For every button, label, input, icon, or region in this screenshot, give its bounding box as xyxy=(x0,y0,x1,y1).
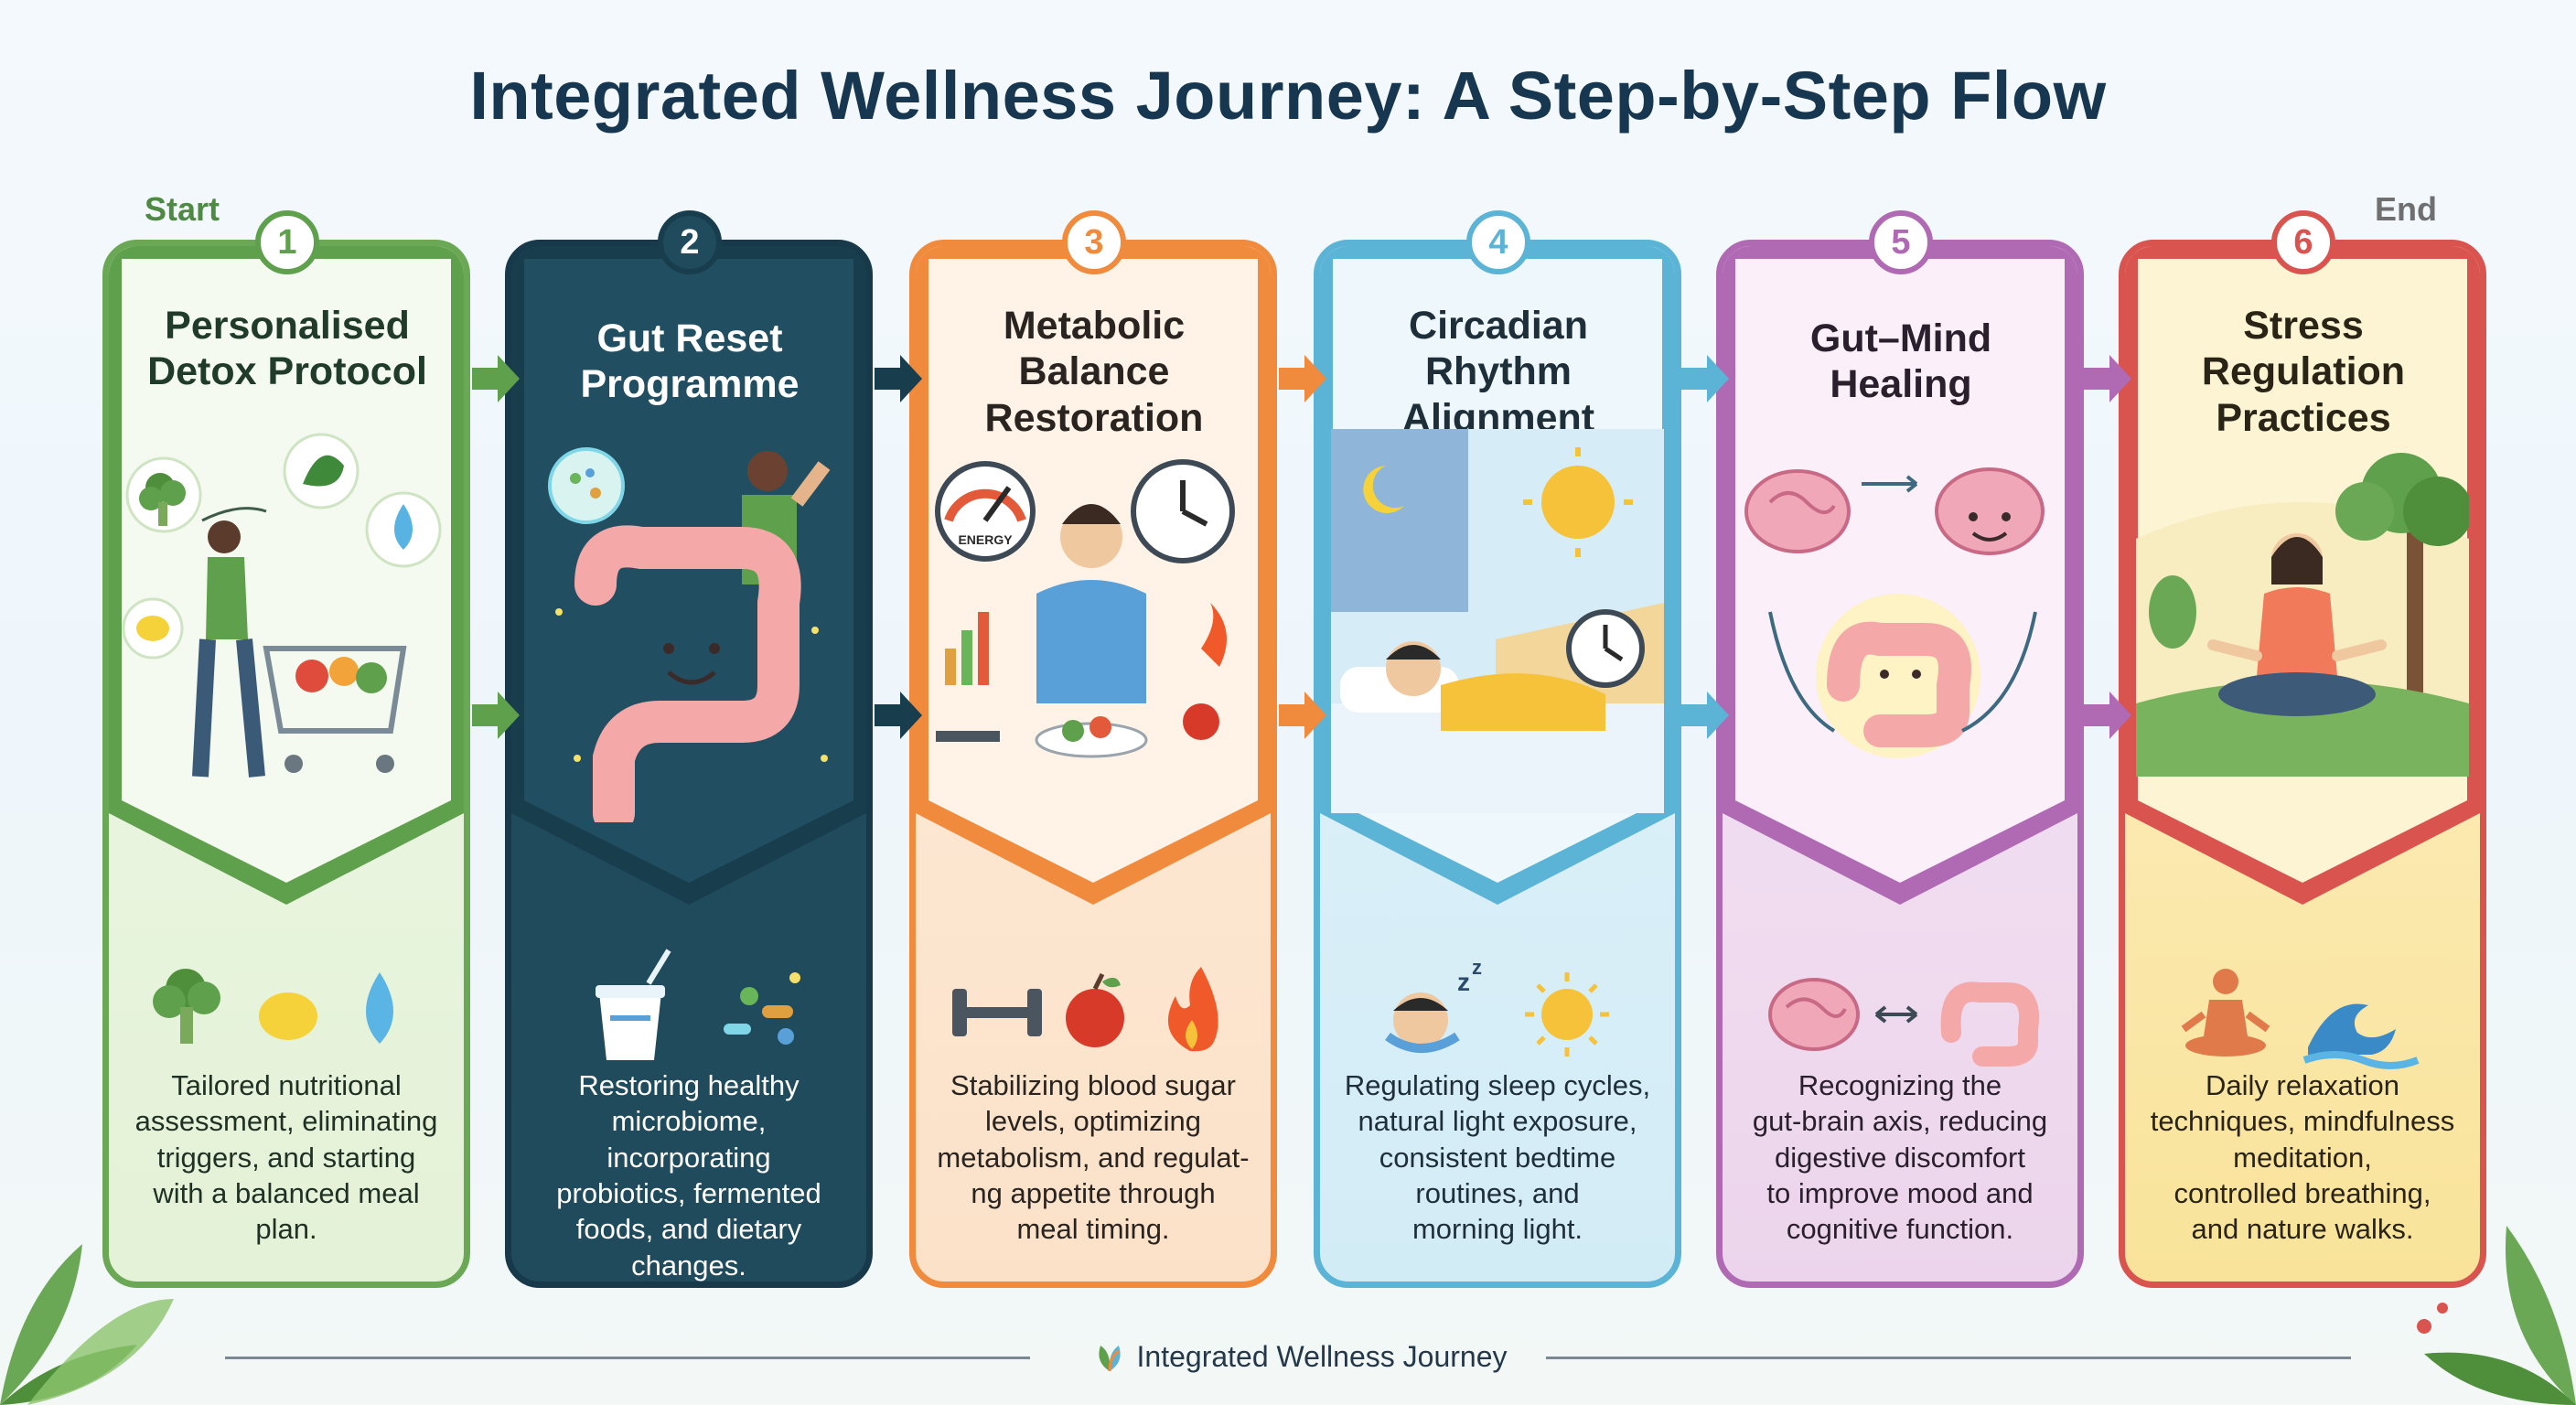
flow-arrow-2-3-lower xyxy=(875,692,922,739)
sleeping-face-icon: zz xyxy=(1385,956,1482,1053)
step-description-1: Tailored nutritional assessment, elimina… xyxy=(134,1069,438,1246)
svg-text:z: z xyxy=(1457,968,1470,996)
step-icons-6 xyxy=(2125,941,2480,1078)
step-icons-3 xyxy=(916,941,1271,1078)
energy-gauge-label: ENERGY xyxy=(958,532,1013,547)
broccoli-icon xyxy=(153,969,220,1044)
flame-icon xyxy=(1167,967,1218,1052)
chevron-header-3 xyxy=(916,246,1271,905)
leaf-logo-icon xyxy=(1098,1346,1121,1372)
step-card-5: Gut–Mind Healing Recognizing the gut-bra… xyxy=(1716,240,2084,1288)
step-description-3: Stabilizing blood sugar levels, optimizi… xyxy=(937,1069,1250,1246)
flow-arrow-3-4-lower xyxy=(1279,692,1326,739)
step-title-6: Stress Regulation Practices xyxy=(2201,304,2406,440)
step-description-6: Daily relaxation techniques, mindfulness… xyxy=(2150,1069,2455,1246)
bidirectional-arrow-icon xyxy=(1874,1005,1918,1024)
flow-arrow-5-6-upper xyxy=(2084,355,2131,402)
dumbbell-icon xyxy=(952,989,1042,1036)
step-icons-2 xyxy=(511,941,866,1078)
flow-arrow-2-3-upper xyxy=(875,355,922,402)
brain-icon xyxy=(1768,978,1860,1051)
apple-icon xyxy=(1066,972,1124,1047)
flow-arrow-4-5-lower xyxy=(1681,692,1729,739)
step-title-5: Gut–Mind Healing xyxy=(1809,316,1992,407)
meditation-nature-illustration xyxy=(2136,453,2469,777)
detox-shopping-illustration xyxy=(122,433,442,778)
step-badge-6: 6 xyxy=(2271,210,2335,274)
flow-arrow-1-2-upper xyxy=(472,355,520,402)
gut-reset-illustration xyxy=(548,447,831,822)
step-title-1: Personalised Detox Protocol xyxy=(147,304,427,394)
gut-mind-illustration xyxy=(1744,467,2045,758)
end-label: End xyxy=(2375,190,2437,228)
step-title-3: Metabolic Balance Restoration xyxy=(984,304,1204,440)
step-badge-4: 4 xyxy=(1466,210,1530,274)
step-description-2: Restoring healthy microbiome, incorporat… xyxy=(556,1069,821,1282)
step-icons-5 xyxy=(1723,941,2077,1078)
metabolic-balance-illustration: ENERGY xyxy=(935,459,1235,758)
flow-arrow-3-4-upper xyxy=(1279,355,1326,402)
step-card-3: Metabolic Balance Restoration ENERGY Sta… xyxy=(909,240,1277,1288)
svg-text:z: z xyxy=(1472,956,1482,979)
step-card-1: Personalised Detox Protocol Tailored nut… xyxy=(102,240,470,1288)
step-title-4: Circadian Rhythm Alignment xyxy=(1401,304,1595,440)
circadian-sleep-illustration xyxy=(1331,429,1664,813)
wave-icon xyxy=(2302,1003,2420,1069)
footer-divider-left xyxy=(225,1357,1030,1359)
step-badge-1: 1 xyxy=(255,210,319,274)
footer-divider-right xyxy=(1546,1357,2351,1359)
step-title-2: Gut Reset Programme xyxy=(580,316,800,407)
flow-arrow-1-2-lower xyxy=(472,692,520,739)
footer-text: Integrated Wellness Journey xyxy=(1136,1339,1508,1373)
step-badge-3: 3 xyxy=(1062,210,1126,274)
flow-arrow-4-5-upper xyxy=(1681,355,1729,402)
step-badge-5: 5 xyxy=(1869,210,1933,274)
step-description-5: Recognizing the gut-brain axis, reducing… xyxy=(1752,1069,2048,1246)
gut-icon xyxy=(1940,981,2039,1067)
page-title: Integrated Wellness Journey: A Step-by-S… xyxy=(469,58,2107,134)
step-card-6: Stress Regulation Practices Daily relaxa… xyxy=(2119,240,2486,1288)
corner-leaves-right xyxy=(2417,1226,2576,1405)
start-label: Start xyxy=(145,190,220,228)
yogurt-cup-icon xyxy=(596,949,671,1060)
step-icons-1 xyxy=(109,941,464,1078)
meditation-icon xyxy=(2181,969,2270,1056)
flow-arrow-5-6-lower xyxy=(2084,692,2131,739)
step-card-2: Gut Reset Programme Restoring healthy mi… xyxy=(505,240,873,1288)
step-description-4: Regulating sleep cycles, natural light e… xyxy=(1344,1069,1651,1246)
sun-icon xyxy=(1525,972,1609,1056)
water-drop-icon xyxy=(366,972,393,1044)
corner-leaves-left xyxy=(0,1244,174,1405)
step-badge-2: 2 xyxy=(658,210,722,274)
footer: Integrated Wellness Journey xyxy=(1061,1338,1537,1375)
lemon-icon xyxy=(259,992,317,1040)
probiotic-bacteria-icon xyxy=(724,972,800,1045)
chevron-header-5 xyxy=(1723,246,2077,905)
